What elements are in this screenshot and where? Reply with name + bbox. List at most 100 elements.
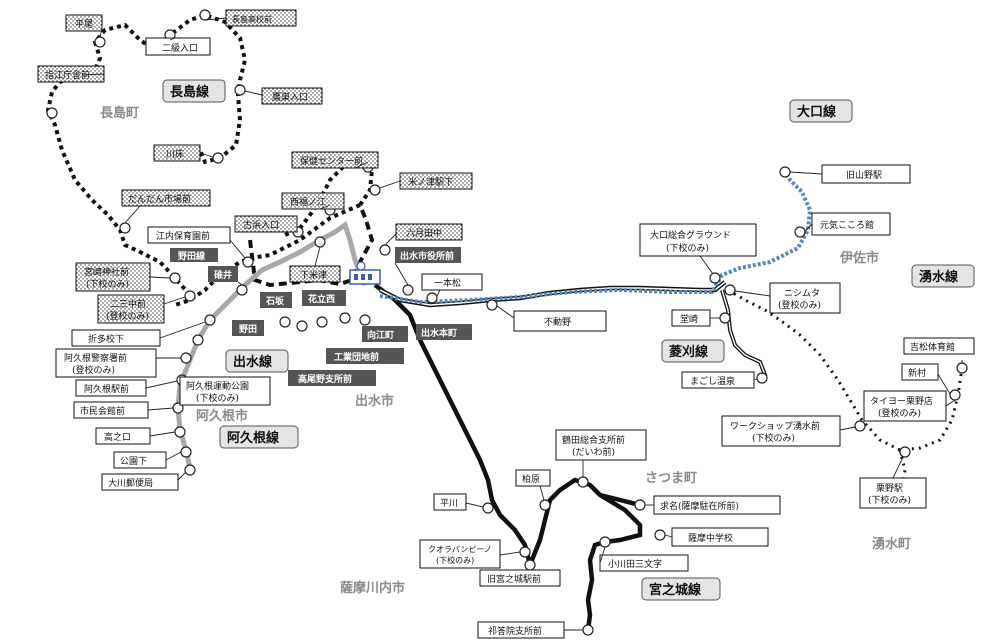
stop-marker[interactable]	[724, 284, 736, 296]
label-tsuruda: 鶴田総合支所前 (だいわ前)	[555, 429, 647, 461]
stop-marker[interactable]	[234, 84, 246, 96]
stop-marker[interactable]	[314, 236, 326, 248]
stop-marker[interactable]	[794, 226, 806, 238]
svg-text:鷹巣入口: 鷹巣入口	[272, 91, 308, 103]
line-badge-nagashima[interactable]: 長島線	[162, 79, 226, 103]
stop-marker[interactable]	[779, 166, 791, 178]
label-workshop: ワークショップ湧水前 (下校のみ)	[721, 415, 841, 447]
svg-text:花立西: 花立西	[308, 293, 335, 305]
stop-marker[interactable]	[94, 36, 106, 48]
stop-marker[interactable]	[169, 272, 181, 284]
stop-marker[interactable]	[756, 372, 768, 384]
svg-text:旧宮之城駅前: 旧宮之城駅前	[487, 573, 541, 585]
stop-marker[interactable]	[519, 546, 531, 558]
label-kashiwabaru: 柏原	[515, 469, 551, 487]
stop-marker[interactable]	[599, 536, 611, 548]
svg-text:江内保育園前: 江内保育園前	[156, 230, 210, 242]
izumi-line-loop	[527, 477, 643, 566]
stop-marker[interactable]	[956, 362, 968, 374]
svg-text:下米津: 下米津	[300, 269, 327, 281]
stop-marker[interactable]	[854, 420, 866, 432]
stop-marker[interactable]	[582, 624, 594, 636]
stop-marker[interactable]	[184, 464, 196, 476]
stop-marker[interactable]	[119, 222, 131, 234]
stop-marker[interactable]	[199, 9, 211, 21]
svg-text:高尾野支所前: 高尾野支所前	[298, 373, 352, 385]
svg-text:クオラパンピーノ: クオラパンピーノ	[428, 545, 492, 554]
svg-text:阿久根運動公園: 阿久根運動公園	[186, 380, 249, 392]
stop-marker[interactable]	[402, 284, 414, 296]
stop-marker[interactable]	[482, 502, 494, 514]
label-hokennsenta: 保健センター前	[291, 151, 379, 169]
line-badge-akune[interactable]: 阿久根線	[219, 425, 299, 449]
stop-marker[interactable]	[634, 499, 646, 511]
stop-marker[interactable]	[379, 244, 391, 256]
stop-marker[interactable]	[486, 299, 498, 311]
yusui-line-route	[727, 288, 964, 491]
svg-text:元気こころ館: 元気こころ館	[820, 219, 874, 231]
stop-marker[interactable]	[949, 389, 961, 401]
svg-text:大口線: 大口線	[797, 104, 837, 120]
label-yoshimatsu-taiikukan: 吉松体育館	[903, 337, 975, 355]
line-badge-miyanojo[interactable]: 宮之城線	[641, 577, 721, 601]
label-shiminkaikan: 市民会館前	[73, 401, 149, 419]
label-noda: 野田	[232, 320, 264, 336]
label-dandan: だんだん市場前	[121, 189, 211, 207]
line-badge-yusui[interactable]: 湧水線	[911, 264, 975, 288]
line-badge-noda[interactable]: 野田線	[170, 248, 218, 262]
stop-marker[interactable]	[539, 499, 551, 511]
stop-marker[interactable]	[316, 316, 328, 328]
stop-markers	[46, 9, 968, 636]
stop-marker[interactable]	[279, 316, 291, 328]
svg-text:古浜入口: 古浜入口	[243, 219, 279, 231]
svg-text:小川田三文字: 小川田三文字	[608, 558, 662, 570]
svg-text:宮之城線: 宮之城線	[649, 582, 702, 598]
stop-marker[interactable]	[426, 292, 438, 304]
stop-marker[interactable]	[654, 529, 666, 541]
stop-marker[interactable]	[719, 312, 731, 324]
stop-marker[interactable]	[236, 284, 248, 296]
label-nishikinoe: 西福ノ江	[281, 192, 345, 210]
stop-marker[interactable]	[174, 426, 186, 438]
stop-marker[interactable]	[359, 314, 371, 326]
line-badge-izumi[interactable]: 出水線	[225, 349, 289, 373]
stop-marker[interactable]	[369, 184, 381, 196]
svg-text:川床: 川床	[166, 148, 184, 160]
stop-marker[interactable]	[709, 272, 721, 284]
stop-marker[interactable]	[180, 446, 192, 458]
svg-text:工業団地前: 工業団地前	[334, 351, 379, 363]
label-shinmura: 新村	[901, 363, 939, 381]
stop-marker[interactable]	[577, 476, 589, 488]
svg-text:(下校のみ): (下校のみ)	[752, 432, 795, 444]
stop-marker[interactable]	[184, 290, 196, 302]
stop-marker[interactable]	[339, 312, 351, 324]
stop-marker[interactable]	[46, 107, 58, 119]
svg-text:ワークショップ湧水前: ワークショップ湧水前	[730, 420, 820, 432]
label-takao-shisho: 高尾野支所前	[288, 370, 376, 386]
okuchi-line-blue	[379, 170, 813, 305]
stop-marker[interactable]	[524, 559, 536, 571]
city-label-satsuma: さつま町	[645, 471, 697, 486]
svg-text:(下校のみ): (下校のみ)	[196, 392, 239, 404]
city-label-satsumasendai: 薩摩川内市	[340, 580, 405, 596]
stop-marker[interactable]	[212, 152, 224, 164]
stop-marker[interactable]	[204, 314, 216, 326]
stop-marker[interactable]	[192, 334, 204, 346]
label-oritakoshita: 折多校下	[71, 329, 161, 347]
stop-marker[interactable]	[296, 320, 308, 332]
svg-text:阿久根線: 阿久根線	[227, 430, 280, 446]
label-akune-eki: 阿久根駅前	[75, 379, 147, 397]
svg-text:市民会館前: 市民会館前	[80, 405, 125, 417]
svg-text:(だいわ前): (だいわ前)	[572, 446, 615, 458]
city-label-akune: 阿久根市	[196, 408, 248, 424]
line-badge-okuchi[interactable]: 大口線	[789, 99, 853, 123]
svg-text:湧水線: 湧水線	[919, 269, 959, 285]
stop-marker[interactable]	[899, 446, 911, 458]
label-izumi-honmachi: 出水本町	[416, 324, 472, 340]
stop-marker[interactable]	[242, 256, 254, 268]
stop-marker[interactable]	[180, 352, 192, 364]
line-badge-hishikari[interactable]: 菱刈線	[661, 339, 725, 363]
hishikari-line-route	[720, 289, 768, 382]
svg-text:求名(薩摩駐在所前): 求名(薩摩駐在所前)	[660, 500, 739, 512]
